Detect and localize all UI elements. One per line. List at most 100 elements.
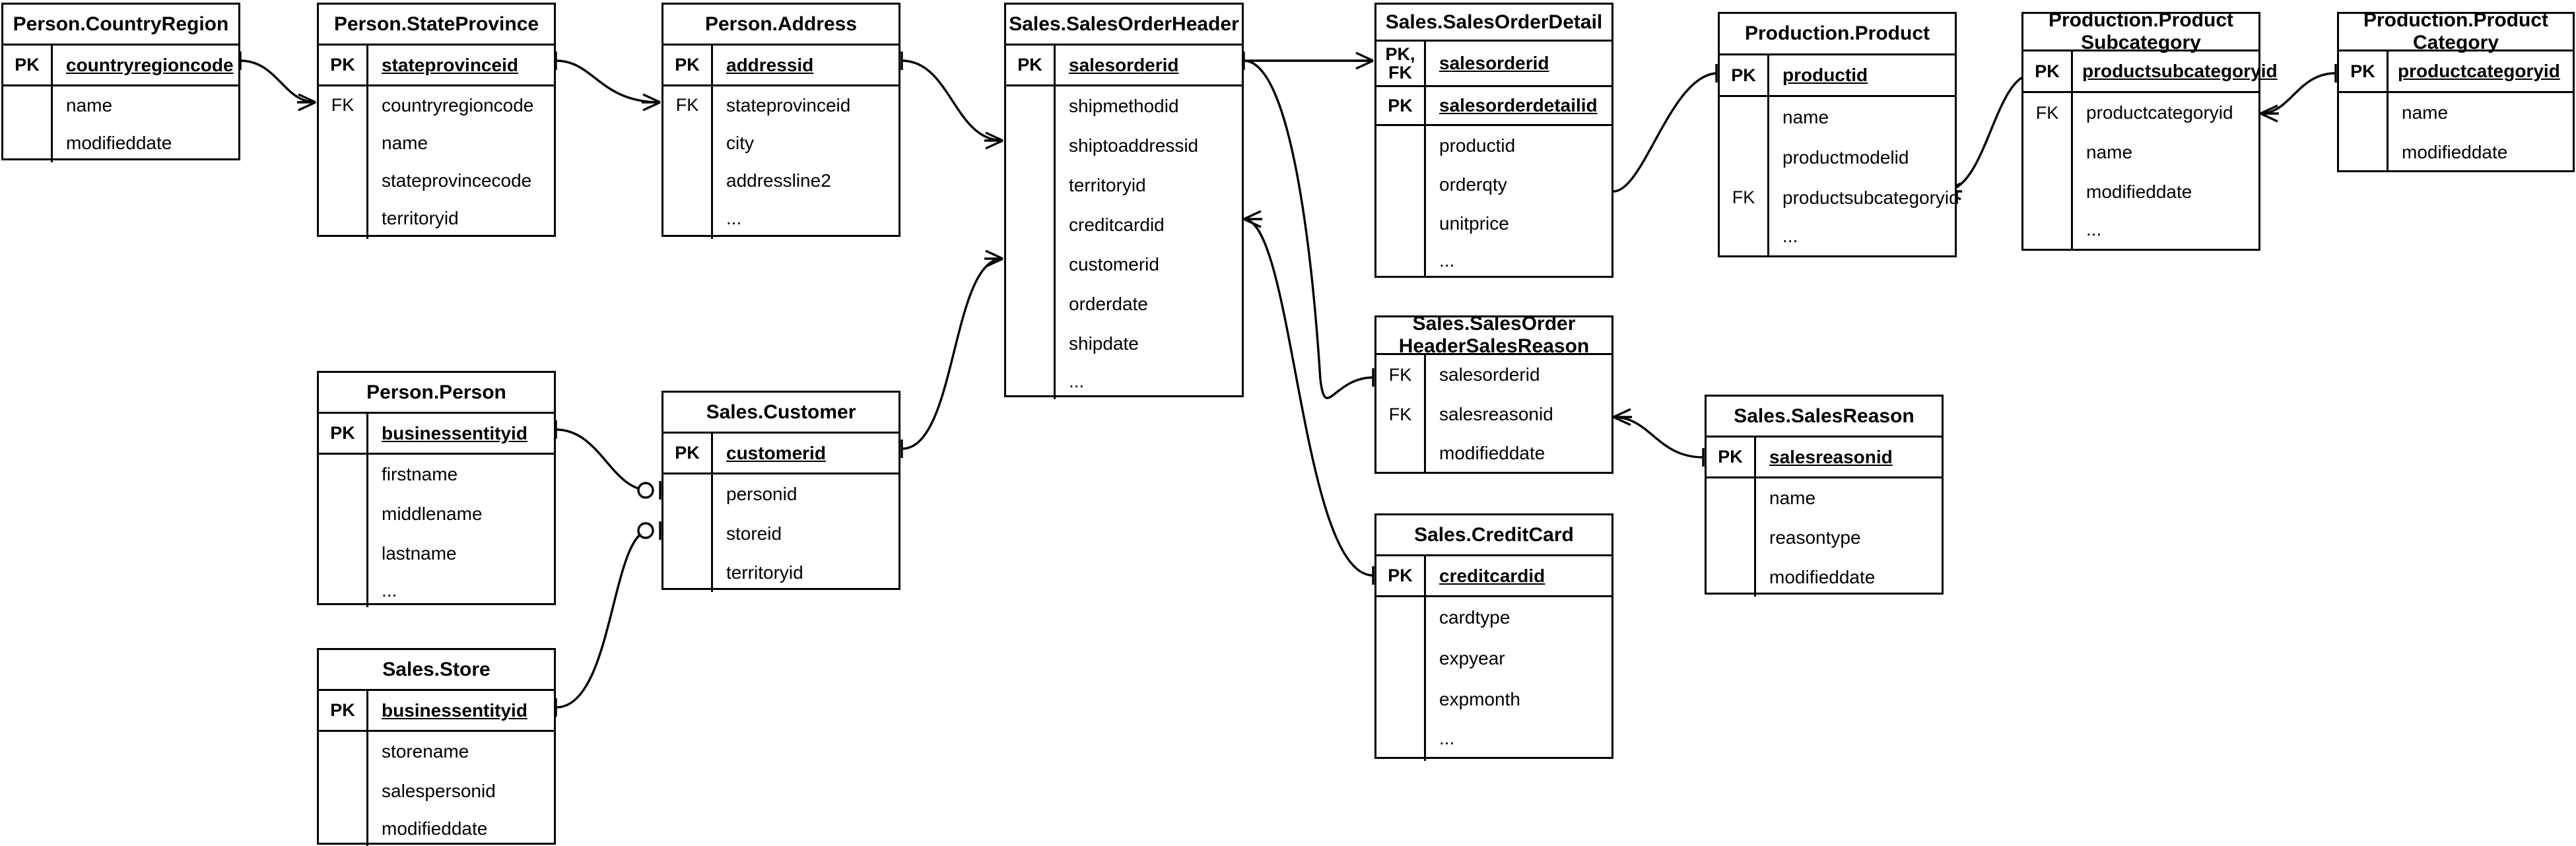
field-row[interactable]: ... — [726, 207, 742, 228]
entity-sales-salesreason[interactable]: Sales.SalesReason PK salesreasonid name … — [1705, 395, 1944, 597]
field-list: countryregioncode name stateprovincecode… — [366, 86, 554, 239]
entity-title: Person.Address — [663, 5, 898, 46]
field-row[interactable]: storename — [382, 741, 469, 762]
field-row[interactable]: salespersonid — [382, 781, 496, 801]
field-row[interactable]: territoryid — [1069, 175, 1146, 195]
pk-row[interactable]: PK businessentityid — [319, 691, 554, 730]
fields-section: storename salespersonid modifieddate — [319, 732, 554, 846]
pk-row[interactable]: PK creditcardid — [1376, 556, 1611, 595]
entity-title: Sales.SalesOrderDetail — [1376, 5, 1611, 42]
field-row[interactable]: middlename — [382, 504, 483, 524]
field-row[interactable]: unitprice — [1439, 212, 1509, 234]
entity-production-productsubcategory[interactable]: Production.Product Subcategory PK produc… — [2021, 9, 2278, 251]
field-row[interactable]: shipmethodid — [1069, 96, 1179, 116]
entity-sales-store[interactable]: Sales.Store PK businessentityid storenam… — [317, 648, 556, 846]
pk-row[interactable]: PK customerid — [663, 434, 898, 472]
field-row[interactable]: storeid — [726, 523, 782, 544]
pk-row[interactable]: PK salesreasonid — [1707, 438, 1942, 476]
field-row[interactable]: lastname — [382, 543, 457, 564]
rel-salesorderheader-salesorderdetail — [1242, 51, 1374, 70]
field-row[interactable]: name — [2402, 102, 2449, 123]
pk-section: PK, FK salesorderid — [1376, 42, 1611, 87]
field-row[interactable]: modifieddate — [66, 132, 172, 153]
field-row[interactable]: stateprovincecode — [382, 170, 532, 191]
field-row[interactable]: modifieddate — [1439, 442, 1545, 463]
field-row[interactable]: modifieddate — [2402, 142, 2508, 162]
field-row[interactable]: productsubcategoryid — [1782, 187, 1959, 208]
field-row[interactable]: firstname — [382, 464, 458, 484]
field-row[interactable]: salesorderid — [1439, 364, 1540, 385]
pk-row[interactable]: PK salesorderid — [1006, 46, 1242, 84]
field-row[interactable]: shipdate — [1069, 333, 1139, 354]
field-row[interactable]: modifieddate — [1769, 566, 1876, 587]
entity-person-stateprovince[interactable]: Person.StateProvince PK stateprovinceid … — [317, 3, 556, 239]
pk-row[interactable]: PK salesorderdetailid — [1376, 87, 1611, 124]
field-row[interactable]: ... — [1439, 249, 1455, 271]
pk-row[interactable]: PK, FK salesorderid — [1376, 42, 1611, 85]
pk-field-name: salesreasonid — [1754, 438, 1942, 476]
pk-section: PK creditcardid — [1376, 556, 1611, 597]
pk-row[interactable]: PK countryregioncode — [3, 46, 238, 84]
field-list: firstname middlename lastname ... — [366, 455, 554, 607]
field-row[interactable]: modifieddate — [2086, 181, 2192, 202]
entity-production-product[interactable]: Production.Product PK productid FK name … — [1718, 12, 1959, 257]
entity-person-countryregion[interactable]: Person.CountryRegion PK countryregioncod… — [1, 3, 240, 162]
entity-person-person[interactable]: Person.Person PK businessentityid firstn… — [317, 371, 556, 607]
fields-section: name modifieddate — [2339, 93, 2573, 172]
field-row[interactable]: ... — [1069, 371, 1085, 391]
entity-title-line-2: Category — [2412, 32, 2499, 53]
entity-person-address[interactable]: Person.Address PK addressid FK stateprov… — [661, 3, 900, 239]
field-row[interactable]: ... — [1782, 225, 1798, 246]
pk-field-name: productsubcategoryid — [2071, 51, 2278, 91]
field-row[interactable]: personid — [726, 484, 797, 504]
rel-person-customer — [555, 420, 661, 500]
field-row[interactable]: expmonth — [1439, 689, 1520, 709]
field-row[interactable]: creditcardid — [1069, 214, 1165, 235]
fk-badge: FK — [1732, 187, 1755, 208]
field-row[interactable]: name — [2086, 142, 2133, 162]
field-row[interactable]: name — [1782, 106, 1829, 127]
pk-row[interactable]: PK businessentityid — [319, 414, 554, 453]
entity-sales-salesorderdetail[interactable]: Sales.SalesOrderDetail PK, FK salesorder… — [1374, 3, 1613, 278]
field-row[interactable]: salesreasonid — [1439, 404, 1553, 424]
field-row[interactable]: reasontype — [1769, 527, 1861, 548]
field-row[interactable]: stateprovinceid — [726, 94, 851, 115]
field-row[interactable]: name — [382, 132, 428, 153]
entity-sales-customer[interactable]: Sales.Customer PK customerid personid st… — [661, 391, 900, 592]
pk-section: PK salesorderid — [1006, 46, 1242, 86]
entity-sales-salesorderheadersalesreason[interactable]: Sales.SalesOrder HeaderSalesReason FK FK… — [1374, 313, 1613, 474]
rel-salesorderheader-salesreasonlink — [1243, 59, 1374, 399]
entity-sales-salesorderheader[interactable]: Sales.SalesOrderHeader PK salesorderid s… — [1004, 3, 1244, 399]
field-list: productid orderqty unitprice ... — [1424, 126, 1611, 278]
field-row[interactable]: productid — [1439, 135, 1516, 156]
field-row[interactable]: ... — [1439, 728, 1455, 748]
pk-section: PK businessentityid — [319, 414, 554, 455]
field-row[interactable]: territoryid — [382, 207, 459, 228]
entity-production-productcategory[interactable]: Production.Product Category PK productca… — [2337, 9, 2575, 172]
field-row[interactable]: name — [1769, 488, 1816, 508]
entity-title-line-1: Production.Product — [2363, 9, 2548, 32]
pk-row[interactable]: PK productcategoryid — [2339, 51, 2573, 91]
field-row[interactable]: ... — [382, 579, 397, 601]
field-list: name modifieddate — [2387, 93, 2573, 172]
field-row[interactable]: orderdate — [1069, 294, 1148, 314]
field-row[interactable]: orderqty — [1439, 174, 1507, 195]
field-row[interactable]: productmodelid — [1782, 146, 1909, 168]
field-row[interactable]: territoryid — [726, 562, 803, 583]
field-row[interactable]: city — [726, 132, 754, 153]
field-row[interactable]: cardtype — [1439, 607, 1510, 628]
field-row[interactable]: name — [66, 94, 113, 115]
field-row[interactable]: customerid — [1069, 254, 1159, 275]
field-row[interactable]: shiptoaddressid — [1069, 135, 1199, 156]
field-row[interactable]: productcategoryid — [2086, 102, 2233, 123]
field-row[interactable]: countryregioncode — [382, 94, 534, 115]
entity-sales-creditcard[interactable]: Sales.CreditCard PK creditcardid cardtyp… — [1374, 513, 1613, 761]
pk-row[interactable]: PK stateprovinceid — [319, 46, 554, 84]
field-row[interactable]: expyear — [1439, 648, 1505, 668]
pk-row[interactable]: PK productid — [1720, 55, 1955, 95]
field-row[interactable]: modifieddate — [382, 818, 488, 839]
pk-row[interactable]: PK addressid — [663, 46, 898, 84]
field-row[interactable]: addressline2 — [726, 170, 831, 191]
pk-row[interactable]: PK productsubcategoryid — [2023, 51, 2278, 91]
field-row[interactable]: ... — [2086, 218, 2102, 240]
